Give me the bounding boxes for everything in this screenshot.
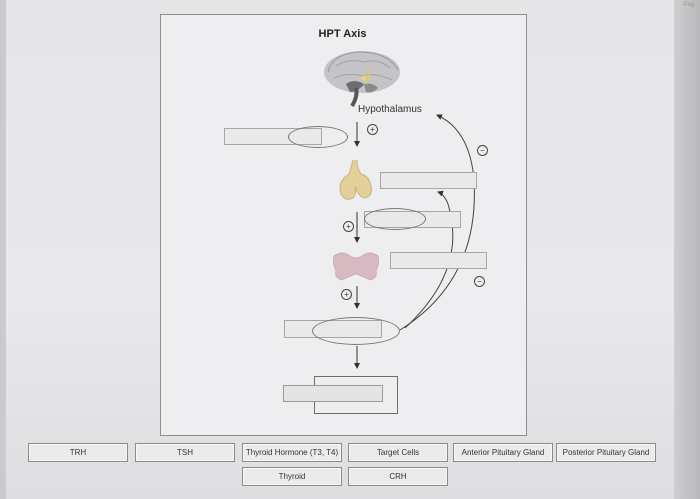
thyroid-gland-illustration (332, 252, 380, 281)
answer-chip-tsh[interactable]: TSH (135, 443, 235, 462)
hormone-oval-2 (364, 208, 426, 230)
stimulates-symbol-3: + (341, 289, 352, 300)
brain-illustration (324, 51, 400, 108)
drop-zone-4[interactable] (390, 252, 487, 269)
page-corner-text: Pag (683, 2, 694, 8)
inhibits-symbol-2: − (474, 276, 485, 287)
answer-chip-posterior-pituitary[interactable]: Posterior Pituitary Gland (556, 443, 656, 462)
stimulates-symbol-1: + (367, 124, 378, 135)
answer-chip-target-cells[interactable]: Target Cells (348, 443, 448, 462)
hormone-oval-1 (288, 126, 348, 148)
answer-chip-crh[interactable]: CRH (348, 467, 448, 486)
diagram-title: HPT Axis (318, 28, 367, 40)
drop-zone-6[interactable] (283, 385, 383, 402)
hypothalamus-label: Hypothalamus (358, 104, 422, 115)
answer-chip-anterior-pituitary[interactable]: Anterior Pituitary Gland (453, 443, 553, 462)
answer-chip-trh[interactable]: TRH (28, 443, 128, 462)
hormone-oval-3 (312, 317, 400, 345)
pituitary-gland-illustration (339, 159, 372, 200)
answer-chip-thyroid[interactable]: Thyroid (242, 467, 342, 486)
drop-zone-2[interactable] (380, 172, 477, 189)
inhibits-symbol-1: − (477, 145, 488, 156)
answer-chip-thyroid-hormone[interactable]: Thyroid Hormone (T3, T4) (242, 443, 342, 462)
stimulates-symbol-2: + (343, 221, 354, 232)
